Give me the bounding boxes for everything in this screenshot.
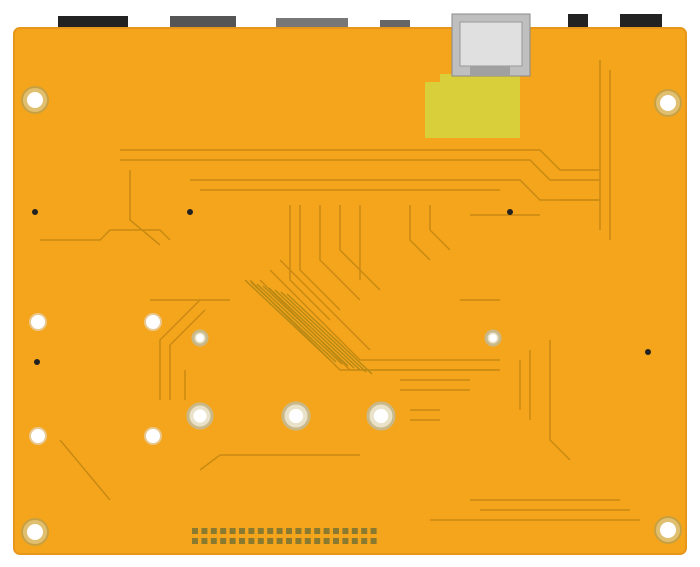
- header-pin: [239, 528, 245, 534]
- header-pin: [304, 538, 311, 544]
- header-pin: [239, 538, 245, 544]
- trace: [250, 281, 337, 363]
- corner-hole-center: [27, 524, 43, 540]
- trace: [286, 293, 373, 375]
- header-pin: [314, 538, 321, 544]
- header-pin: [295, 528, 302, 534]
- trace: [120, 149, 600, 171]
- power-jack: [620, 14, 662, 30]
- header-pin: [370, 538, 377, 544]
- trace: [59, 439, 111, 501]
- header-pin: [333, 528, 339, 534]
- copper-pad-area: [425, 74, 520, 138]
- trace: [274, 289, 361, 371]
- plain-hole: [144, 313, 162, 331]
- trace: [429, 205, 451, 251]
- plated-hole-center: [373, 408, 389, 424]
- trace: [169, 309, 206, 400]
- via: [507, 209, 513, 215]
- header-pin: [210, 528, 217, 534]
- header-pin: [248, 538, 255, 544]
- usb-connector: [170, 16, 236, 28]
- trace: [120, 159, 600, 181]
- header-pin: [314, 528, 321, 534]
- header-pin: [304, 528, 311, 534]
- header-pin: [257, 538, 264, 544]
- via: [32, 209, 38, 215]
- connector-left: [58, 16, 128, 30]
- header-pin: [192, 538, 198, 544]
- trace: [256, 283, 343, 365]
- trace: [299, 205, 341, 311]
- via: [645, 349, 651, 355]
- traces: [40, 60, 640, 521]
- trace: [280, 291, 367, 373]
- hdmi-connector: [276, 18, 348, 28]
- header-pin: [323, 528, 330, 534]
- plain-hole: [144, 427, 162, 445]
- trace: [549, 340, 571, 461]
- trace: [279, 259, 371, 351]
- header-pin: [351, 528, 358, 534]
- header-pin: [286, 528, 292, 534]
- header-pin: [201, 528, 208, 534]
- header-pin: [361, 538, 368, 544]
- header-pin: [267, 538, 274, 544]
- trace: [199, 454, 360, 471]
- trace: [159, 299, 201, 400]
- header-pin: [276, 538, 283, 544]
- plated-hole-center: [196, 334, 204, 342]
- header-pin: [257, 528, 264, 534]
- header-pin: [229, 538, 236, 544]
- header-pin: [342, 528, 349, 534]
- trace: [289, 205, 331, 321]
- audio-jack: [568, 14, 588, 30]
- trace: [129, 170, 161, 246]
- micro-usb-connector: [380, 20, 410, 28]
- mounting-holes: [21, 86, 682, 546]
- corner-hole-center: [660, 522, 676, 538]
- header-pin: [192, 528, 198, 534]
- ethernet-jack: [451, 13, 531, 77]
- header-pin: [229, 528, 236, 534]
- header-pin: [286, 538, 292, 544]
- trace: [409, 205, 431, 261]
- header-pin: [370, 528, 377, 534]
- plain-hole: [29, 427, 47, 445]
- header-pin: [351, 538, 358, 544]
- corner-hole-center: [660, 95, 676, 111]
- plated-hole-center: [193, 409, 207, 423]
- trace: [319, 205, 361, 301]
- corner-hole-center: [27, 92, 43, 108]
- via: [34, 359, 40, 365]
- plain-hole: [29, 313, 47, 331]
- trace: [244, 279, 331, 361]
- pin-header: [192, 528, 377, 544]
- via: [187, 209, 193, 215]
- trace: [339, 205, 381, 291]
- header-pin: [323, 538, 330, 544]
- header-pin: [361, 528, 368, 534]
- header-pin: [220, 538, 227, 544]
- header-pin: [333, 538, 339, 544]
- header-pin: [267, 528, 274, 534]
- header-pin: [201, 538, 208, 544]
- header-pin: [220, 528, 227, 534]
- header-pin: [210, 538, 217, 544]
- trace: [269, 269, 500, 361]
- header-pin: [342, 538, 349, 544]
- header-pin: [295, 538, 302, 544]
- plated-hole-center: [288, 408, 304, 424]
- plated-hole-center: [489, 334, 497, 342]
- header-pin: [248, 528, 255, 534]
- trace: [268, 287, 355, 369]
- trace: [262, 285, 349, 367]
- header-pin: [276, 528, 283, 534]
- trace: [40, 229, 171, 241]
- trace: [259, 279, 500, 371]
